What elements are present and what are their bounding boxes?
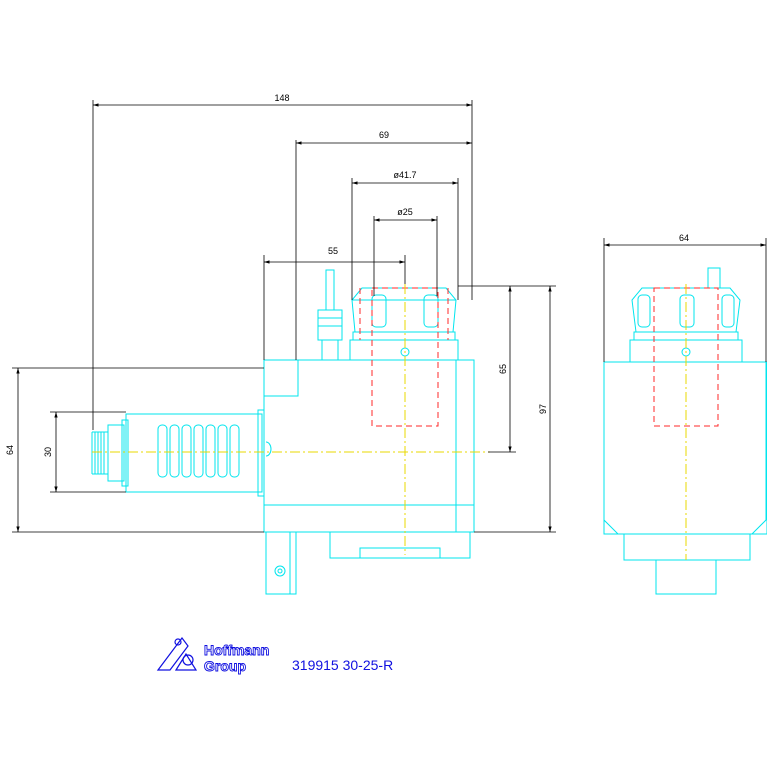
dim-axis-height: 65 bbox=[498, 364, 508, 374]
dim-collet-outer-dia: ø41.7 bbox=[393, 170, 416, 180]
motor-fins bbox=[157, 424, 240, 478]
dim-motor-dia: 30 bbox=[43, 447, 53, 457]
hidden-collet-bore bbox=[359, 287, 449, 427]
logo-line-1: Hoffmann bbox=[204, 642, 269, 658]
motor-connector bbox=[91, 431, 108, 475]
side-view bbox=[603, 267, 767, 595]
dim-base-height: 64 bbox=[5, 445, 15, 455]
mounting-base bbox=[265, 531, 471, 595]
motor-body bbox=[91, 409, 265, 497]
front-view bbox=[91, 269, 490, 595]
dimensions-front: 148 69 ø41.7 ø25 55 65 97 64 bbox=[5, 93, 556, 533]
dimensions-side: 64 bbox=[603, 233, 767, 362]
logo-mark-icon bbox=[156, 637, 198, 671]
part-code: 319915 30-25-R bbox=[292, 657, 393, 673]
dim-total-height: 97 bbox=[538, 404, 548, 414]
collet-nut bbox=[349, 287, 459, 361]
logo-line-2: Group bbox=[204, 658, 246, 674]
dim-axis-offset: 55 bbox=[328, 246, 338, 256]
main-housing bbox=[263, 359, 475, 533]
dim-head-width: 69 bbox=[379, 130, 389, 140]
coolant-nozzle bbox=[317, 269, 343, 361]
brand-logo: Hoffmann Group bbox=[156, 637, 270, 674]
dim-collet-inner-dia: ø25 bbox=[397, 207, 413, 217]
dim-side-width: 64 bbox=[679, 233, 689, 243]
dim-overall-length: 148 bbox=[274, 93, 289, 103]
